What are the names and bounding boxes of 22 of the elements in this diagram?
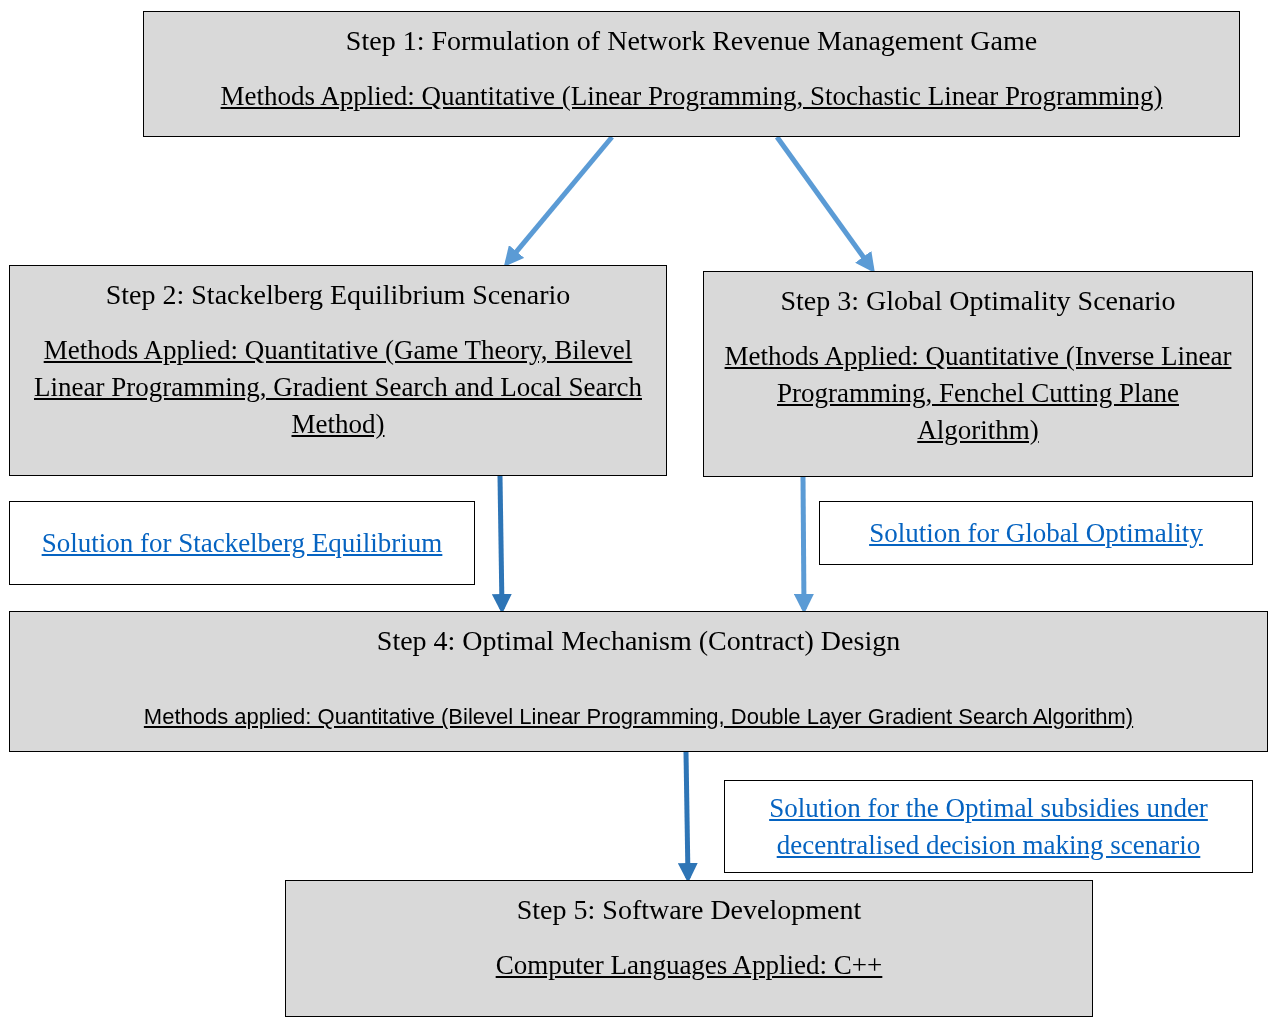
- step-title: Step 5: Software Development: [516, 893, 862, 927]
- step-box: [9, 611, 1268, 752]
- solution-box: [819, 501, 1253, 565]
- step-title: Step 1: Formulation of Network Revenue Management Game: [345, 24, 1038, 58]
- methods-text: Methods Applied: Quantitative (Linear Programming, Stochastic Linear Programming): [220, 80, 1163, 113]
- solution-box: [9, 501, 475, 585]
- solution-link: Solution for Stackelberg Equilibrium: [41, 526, 443, 560]
- solution-link: Solution for Global Optimality: [869, 516, 1203, 550]
- step-box: [703, 271, 1253, 477]
- methods-text: Computer Languages Applied: C++: [495, 949, 883, 982]
- step-title: Step 2: Stackelberg Equilibrium Scenario: [105, 278, 571, 312]
- methods-text: Methods Applied: Quantitative (Game Theory, Bilevel Linear Programming, Gradient Search and Local Search Method): [33, 334, 643, 441]
- solution-box: [724, 780, 1253, 873]
- arrow: [503, 135, 614, 267]
- methods-text: Methods applied: Quantitative (Bilevel Linear Programming, Double Layer Gradient Search Algorithm): [143, 703, 1134, 731]
- step-title: Step 4: Optimal Mechanism (Contract) Design: [376, 624, 901, 658]
- solution-link: Solution for the Optimal subsidies under decentralised decision making scenario: [768, 791, 1209, 862]
- step-box: [9, 265, 667, 476]
- step-box: [143, 11, 1240, 137]
- methods-text: Methods Applied: Quantitative (Inverse Linear Programming, Fenchel Cutting Plane Algorithm): [723, 340, 1233, 447]
- step-title: Step 3: Global Optimality Scenario: [780, 284, 1176, 318]
- step-box: [285, 880, 1093, 1017]
